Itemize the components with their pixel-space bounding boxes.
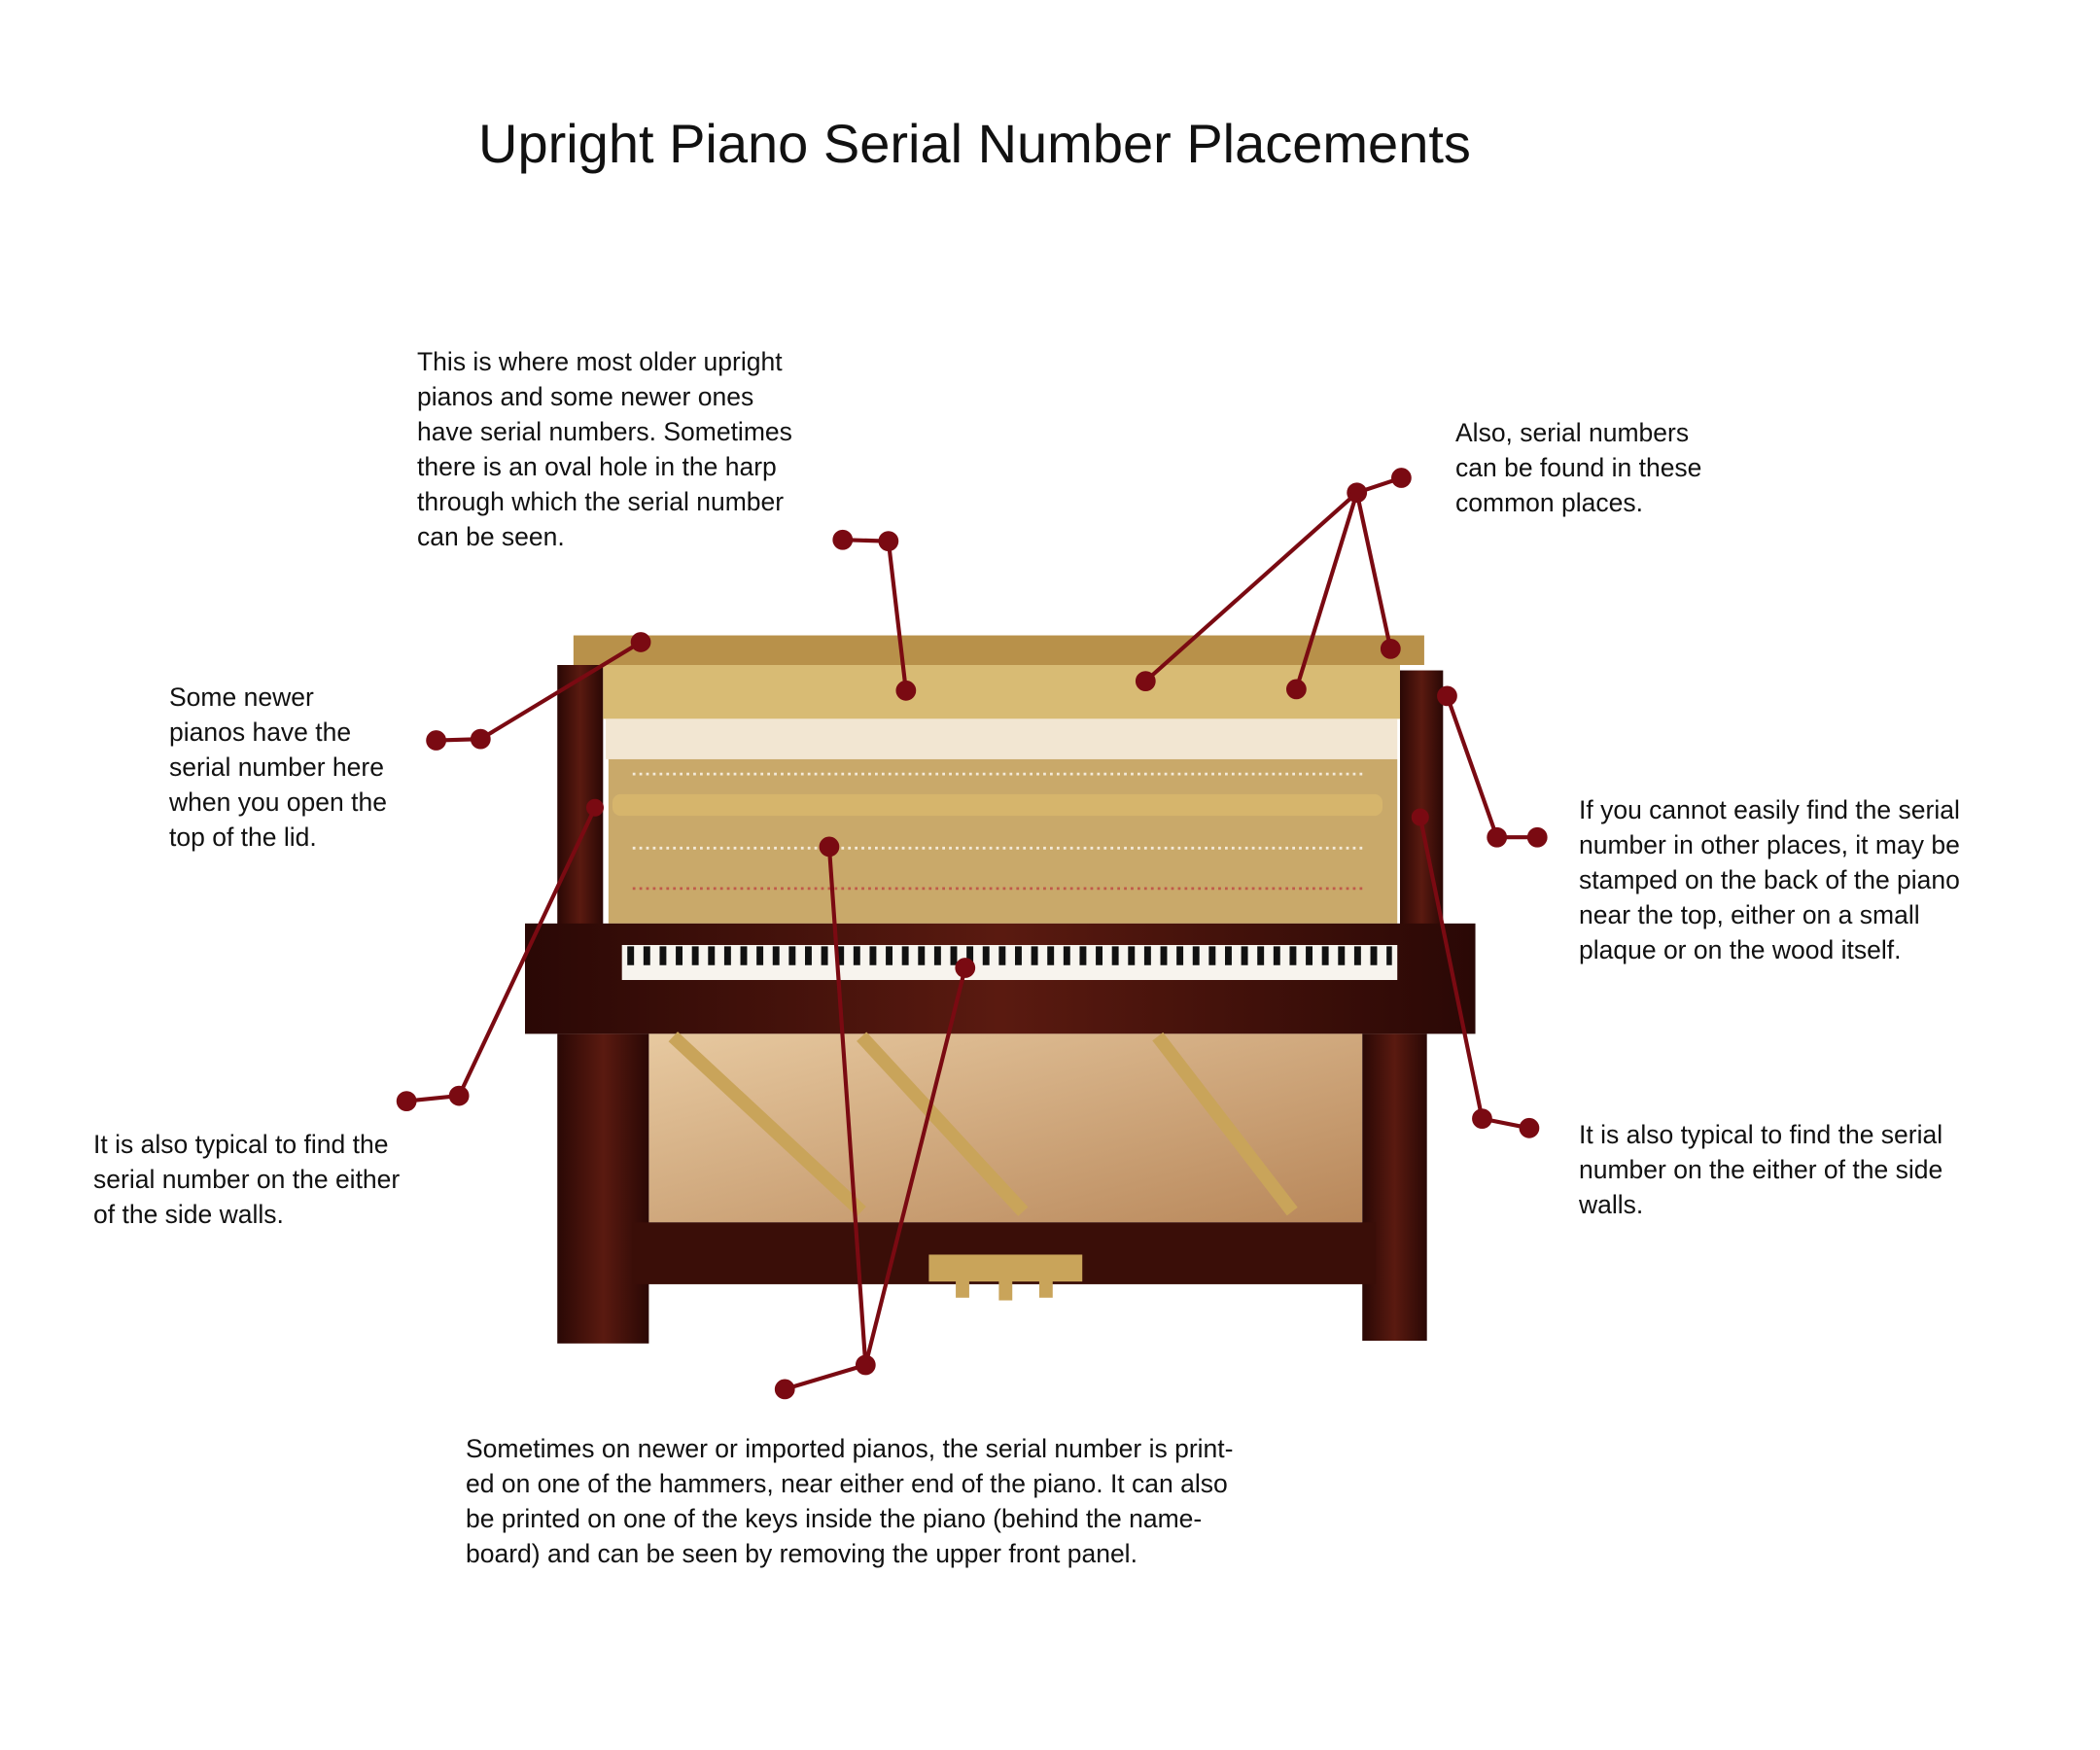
music-shelf bbox=[606, 718, 1398, 759]
leader-left-side bbox=[396, 798, 604, 1111]
leader-right-side bbox=[1411, 808, 1540, 1138]
leader-common bbox=[1135, 468, 1412, 700]
left-leg bbox=[557, 1033, 649, 1344]
right-leg bbox=[1362, 1033, 1427, 1342]
leader-harp bbox=[832, 529, 917, 701]
harp-plate bbox=[603, 665, 1400, 719]
leader-lid bbox=[426, 632, 651, 751]
callout-back: If you cannot easily find the serial num… bbox=[1579, 795, 1960, 964]
callout-lid: Some newer pianos have the serial number… bbox=[169, 682, 387, 852]
leader-hammers bbox=[774, 836, 976, 1400]
piano-image bbox=[525, 635, 1476, 1344]
callout-hammers: Sometimes on newer or imported pianos, t… bbox=[466, 1434, 1234, 1568]
action bbox=[608, 758, 1398, 924]
leader-back bbox=[1437, 685, 1548, 848]
callout-left-side: It is also typical to find the serial nu… bbox=[93, 1130, 401, 1229]
callout-right-side: It is also typical to find the serial nu… bbox=[1579, 1120, 1943, 1219]
page-title: Upright Piano Serial Number Placements bbox=[478, 113, 1471, 174]
lid bbox=[573, 635, 1424, 665]
leader-lines bbox=[396, 468, 1548, 1400]
keyboard bbox=[621, 945, 1398, 980]
callout-harp: This is where most older upright pianos … bbox=[417, 347, 792, 551]
callout-common-places: Also, serial numbers can be found in the… bbox=[1455, 418, 1702, 517]
